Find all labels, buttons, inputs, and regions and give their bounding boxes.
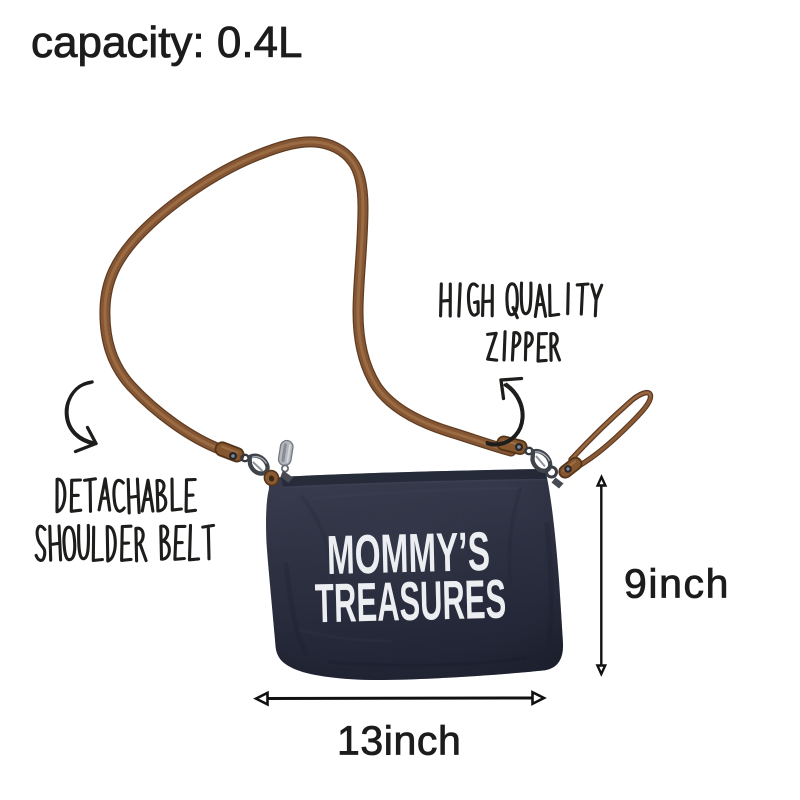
svg-text:13inch: 13inch <box>337 718 461 764</box>
svg-text:MOMMY’S: MOMMY’S <box>326 520 490 586</box>
svg-text:capacity: 0.4L: capacity: 0.4L <box>31 18 303 67</box>
svg-text:9inch: 9inch <box>624 561 730 607</box>
svg-text:TREASURES: TREASURES <box>314 568 506 635</box>
